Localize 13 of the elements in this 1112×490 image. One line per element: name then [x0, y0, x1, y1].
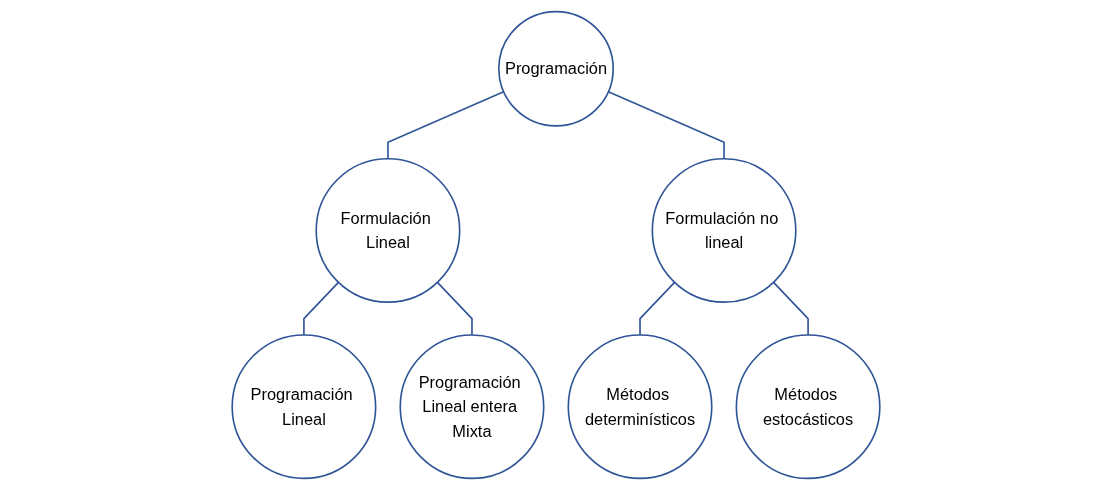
node-circle: Métodos estocásticos	[735, 334, 881, 480]
node-circle: Programación Lineal	[231, 334, 377, 480]
node-circle: Formulación Lineal	[315, 157, 461, 303]
connector	[772, 281, 809, 336]
node-circle: Métodos determinísticos	[567, 334, 713, 480]
node-circle: Programación	[498, 10, 614, 127]
connector	[607, 90, 725, 160]
node-circle: Programación Lineal entera Mixta	[399, 334, 545, 480]
node-circle: Formulación no lineal	[651, 157, 797, 303]
connector	[639, 281, 676, 336]
connector	[303, 281, 340, 336]
connector	[436, 281, 473, 336]
connector	[387, 90, 505, 160]
